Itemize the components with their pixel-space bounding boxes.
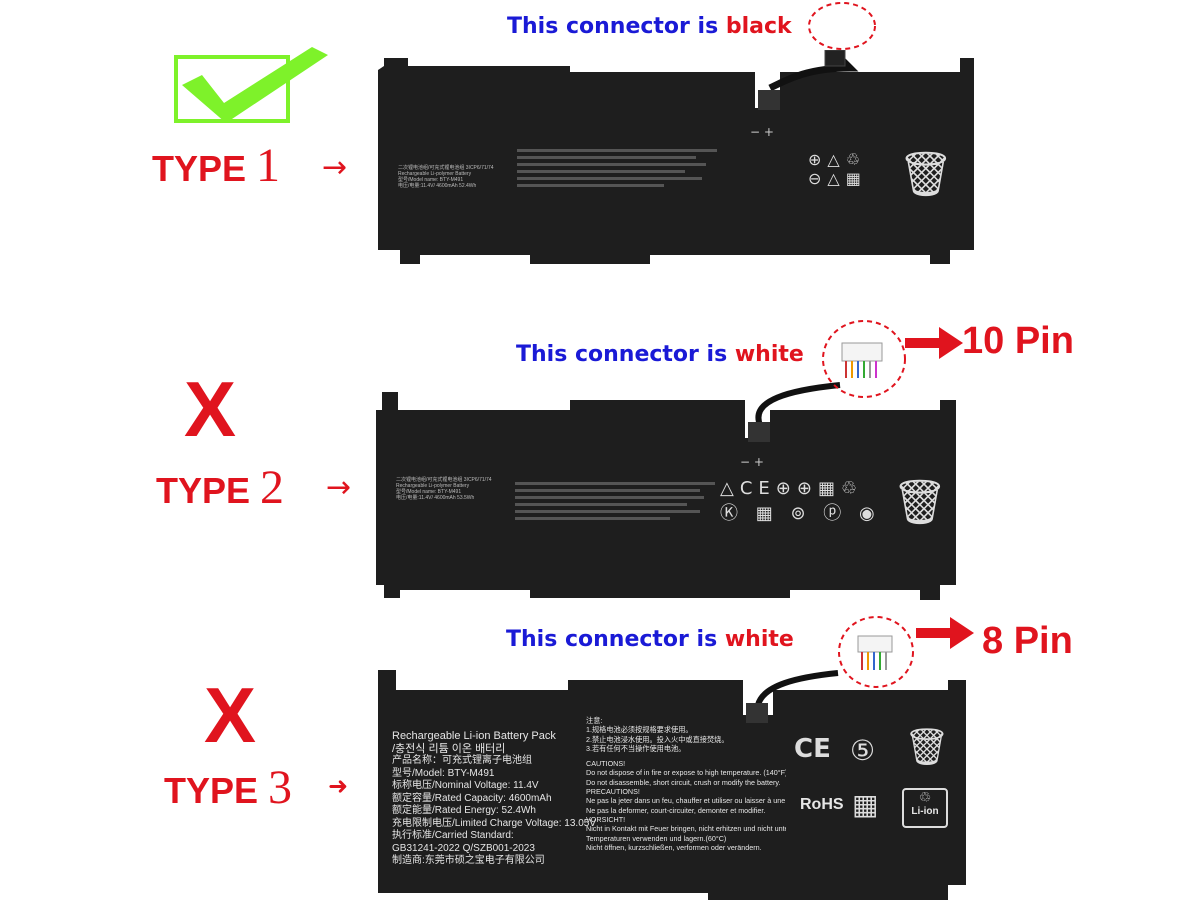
- warning-line: Ne pas la deformer, court-circuiter, dem…: [586, 805, 766, 815]
- label-line: 额定能量/Rated Energy: 52.4Wh: [392, 805, 536, 816]
- connector-highlight-3: [838, 616, 914, 688]
- caption-color: white: [724, 627, 794, 652]
- label-line: 电压/电量:11.4V/ 4600mAh 53.5Wh: [396, 495, 475, 501]
- arrow-icon: →: [326, 470, 352, 505]
- caption-lead: This connector is: [507, 14, 726, 39]
- battery-label-1: 二次锂电池组/可充式锂电池组 3ICP6/71/74 Rechargeable …: [398, 165, 508, 189]
- svg-text:− +: − +: [740, 455, 764, 469]
- type-number: 1: [256, 139, 281, 192]
- recycle-bin-icon: 🗑: [904, 727, 950, 768]
- certification-icons-2: △CE⊕⊕▦♲Ⓚ ▦ ⊚ ⓟ ◉: [720, 478, 881, 524]
- arrow-right-icon-3: [916, 617, 974, 649]
- warning-line: CAUTIONS!: [586, 759, 626, 769]
- label-line: 型号/Model: BTY-M491: [392, 767, 495, 779]
- battery-type-3: [378, 670, 966, 900]
- warning-line: VORSICHT!: [586, 814, 626, 824]
- label-line: 电压/电量:11.4V/ 4600mAh 52.4Wh: [398, 183, 477, 189]
- warning-line: Nicht in Kontakt mit Feuer bringen, nich…: [586, 824, 786, 834]
- label-line: GB31241-2022 Q/SZB001-2023: [392, 842, 535, 854]
- connector-highlight-2: [822, 320, 906, 398]
- recycle-bin-icon: 🗑: [892, 477, 948, 528]
- warning-line: 注意:: [586, 716, 603, 725]
- ce-icon: CE: [794, 734, 831, 764]
- label-line: 型号/Model name: BTY-M491: [396, 489, 462, 495]
- caption-color: white: [734, 342, 804, 367]
- warning-line: Do not dispose of in fire or expose to h…: [586, 768, 786, 778]
- label-line: Rechargeable Li-polymer Battery: [398, 171, 472, 177]
- warning-line: PRECAUTIONS!: [586, 787, 640, 797]
- connector-highlight-1: [808, 2, 876, 50]
- arrow-right-icon-2: [905, 327, 963, 359]
- x-mark-icon-3: X: [204, 671, 257, 759]
- connector-caption-1: This connector is black: [507, 14, 792, 39]
- warning-block-1: [517, 145, 727, 205]
- li-ion-icon: ♲ Li-ion: [902, 788, 948, 828]
- label-line: Rechargeable Li-polymer Battery: [396, 483, 470, 489]
- warning-line: Ne pas la jeter dans un feu, chauffer et…: [586, 796, 786, 806]
- warning-line: 1.规格电池必须按规格要求使用。: [586, 725, 693, 735]
- recycling-code-icon: ▦: [852, 788, 879, 821]
- caption-lead: This connector is: [516, 342, 735, 367]
- label-line: 二次锂电池组/可充式锂电池组 3ICP6/71/74: [396, 477, 492, 483]
- connector-caption-2: This connector is white: [516, 342, 804, 367]
- pin-label-3: 8 Pin: [982, 620, 1073, 662]
- check-icon: [174, 47, 328, 123]
- type-word: TYPE: [164, 770, 259, 811]
- arrow-icon: ➜: [328, 772, 349, 800]
- x-mark-icon-2: X: [184, 365, 237, 453]
- label-line: 产品名称：可充式锂离子电池组: [392, 755, 532, 766]
- warning-line: 2.禁止电池浸水使用。投入火中或直接焚烧。: [586, 734, 729, 744]
- type-number: 3: [268, 761, 293, 814]
- label-line: 标称电压/Nominal Voltage: 11.4V: [392, 780, 539, 791]
- pin-label-2: 10 Pin: [962, 320, 1074, 362]
- label-line: 制造商:东莞市硕之宝电子有限公司: [392, 855, 545, 866]
- arrow-icon: →: [322, 150, 348, 185]
- battery-label-3: Rechargeable Li-ion Battery Pack /충전식 리튬…: [392, 730, 596, 868]
- caption-color: black: [725, 14, 792, 39]
- certification-icons-1: ⊕△♲⊖△▦: [808, 150, 867, 188]
- label-line: 充电限制电压/Limited Charge Voltage: 13.05V: [392, 817, 596, 829]
- caption-lead: This connector is: [506, 627, 725, 652]
- warning-line: Temperaturen verwenden und lagern.(60°C): [586, 833, 727, 843]
- rohs-label: RoHS: [800, 796, 844, 813]
- recycle-bin-icon: 🗑: [898, 149, 954, 200]
- recycle-icon: ♲: [918, 790, 932, 806]
- svg-text:− +: − +: [750, 125, 774, 139]
- warning-text-3: 注意: 1.规格电池必须按规格要求使用。 2.禁止电池浸水使用。投入火中或直接焚…: [586, 716, 786, 852]
- recycle-5-icon: ⑤: [850, 734, 876, 767]
- warning-line: Nicht öffnen, kurzschließen, verformen o…: [586, 842, 762, 852]
- label-line: 型号/Model name: BTY-M491: [398, 177, 464, 183]
- type-number: 2: [260, 461, 285, 514]
- label-line: 二次锂电池组/可充式锂电池组 3ICP6/71/74: [398, 165, 494, 171]
- warning-block-2: [515, 478, 725, 540]
- type-word: TYPE: [156, 470, 251, 511]
- li-ion-text: Li-ion: [911, 806, 939, 817]
- label-line: Rechargeable Li-ion Battery Pack: [392, 730, 556, 742]
- warning-line: 3.若有任何不当操作使用电池。: [586, 743, 686, 753]
- label-line: 执行标准/Carried Standard:: [392, 830, 514, 841]
- battery-type-1: − +: [378, 50, 974, 264]
- label-line: 额定容量/Rated Capacity: 4600mAh: [392, 792, 552, 804]
- connector-caption-3: This connector is white: [506, 627, 794, 652]
- label-line: /충전식 리튬 이온 배터리: [392, 742, 506, 755]
- type-word: TYPE: [152, 148, 247, 189]
- battery-label-2: 二次锂电池组/可充式锂电池组 3ICP6/71/74 Rechargeable …: [396, 477, 506, 501]
- warning-line: Do not disassemble, short circuit, crush…: [586, 777, 781, 787]
